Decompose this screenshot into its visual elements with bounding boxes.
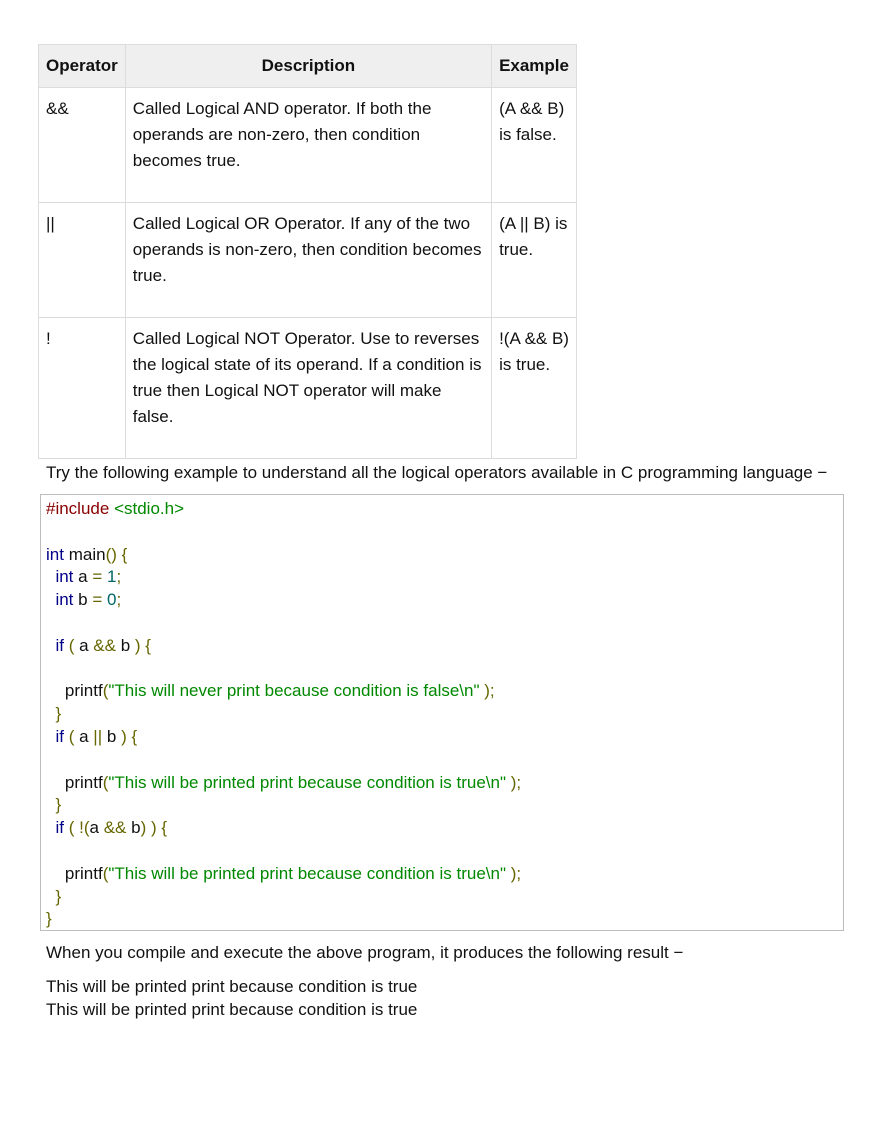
table-row: || Called Logical OR Operator. If any of… xyxy=(38,202,577,318)
output-line: This will be printed print because condi… xyxy=(46,977,418,996)
example-cell: (A || B) is true. xyxy=(491,202,577,318)
output-line: This will be printed print because condi… xyxy=(46,1000,418,1019)
code-block: #include <stdio.h> int main() { int a = … xyxy=(40,494,844,931)
header-example: Example xyxy=(491,44,577,88)
operator-cell: || xyxy=(38,202,126,318)
logical-operators-table: Operator Description Example && Called L… xyxy=(38,44,577,459)
header-description: Description xyxy=(124,44,493,88)
operator-cell: ! xyxy=(38,317,126,459)
description-cell: Called Logical NOT Operator. Use to reve… xyxy=(124,317,493,459)
description-cell: Called Logical OR Operator. If any of th… xyxy=(124,202,493,318)
header-operator: Operator xyxy=(38,44,126,88)
intro-paragraph: Try the following example to understand … xyxy=(46,463,828,482)
operator-cell: && xyxy=(38,87,126,203)
table-row: && Called Logical AND operator. If both … xyxy=(38,87,577,203)
description-cell: Called Logical AND operator. If both the… xyxy=(124,87,493,203)
table-header-row: Operator Description Example xyxy=(38,44,577,88)
program-output: This will be printed print because condi… xyxy=(46,975,417,1021)
example-cell: !(A && B) is true. xyxy=(491,317,577,459)
example-cell: (A && B) is false. xyxy=(491,87,577,203)
table-row: ! Called Logical NOT Operator. Use to re… xyxy=(38,317,577,459)
code-listing: #include <stdio.h> int main() { int a = … xyxy=(46,499,522,929)
result-paragraph: When you compile and execute the above p… xyxy=(46,943,684,962)
